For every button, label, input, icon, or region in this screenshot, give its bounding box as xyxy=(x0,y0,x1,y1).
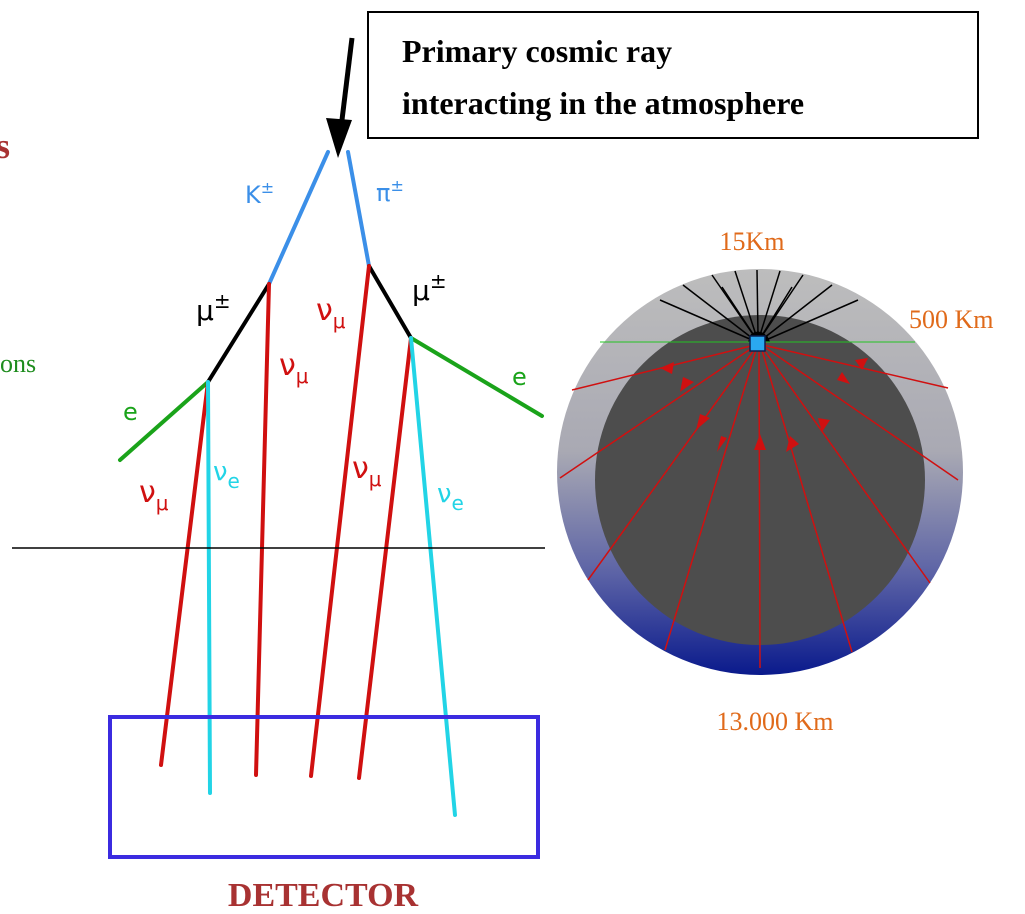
muon-track-right xyxy=(367,264,413,340)
nu-mu-label-3: νμ xyxy=(352,451,382,491)
nu-mu-track-1 xyxy=(159,380,210,767)
pion-label: π± xyxy=(376,176,404,207)
nu-mu-track-2 xyxy=(254,282,271,777)
nu-mu-label-4: νμ xyxy=(139,475,169,515)
nu-e-label-1: νe xyxy=(213,457,240,493)
nu-e-label-2: νe xyxy=(437,479,464,515)
nu-mu-track-4 xyxy=(357,336,413,780)
electron-label-left: e xyxy=(123,398,138,426)
muon-track-left xyxy=(206,282,271,384)
nu-mu-tracks xyxy=(159,264,413,780)
left-title-fragment: s xyxy=(0,126,10,166)
primary-ray-line2: interacting in the atmosphere xyxy=(402,85,804,121)
cosmic-ray-arrow xyxy=(326,37,355,158)
earth-diagram: 15Km 500 Km 13.000 Km xyxy=(557,227,994,736)
left-label-fragment: ons xyxy=(0,349,36,378)
detector-label: DETECTOR xyxy=(228,877,419,914)
detector-box xyxy=(108,715,540,859)
nu-mu-label-2: νμ xyxy=(279,348,309,388)
earth-label-15km: 15Km xyxy=(720,227,785,256)
downward-arrows xyxy=(659,269,859,342)
upward-neutrino-arrows xyxy=(559,342,959,669)
kaon-track xyxy=(267,150,330,286)
electron-label-right: e xyxy=(512,363,527,391)
nu-e-tracks xyxy=(206,336,457,817)
earth-label-500km: 500 Km xyxy=(909,305,994,334)
primary-ray-box xyxy=(367,11,979,139)
nu-e-track-1 xyxy=(206,380,212,795)
nu-e-track-2 xyxy=(409,336,457,817)
detector-site-marker xyxy=(749,335,766,352)
pion-track xyxy=(346,150,371,268)
earth-label-13000km: 13.000 Km xyxy=(717,707,834,736)
kaon-label: K± xyxy=(245,178,274,209)
muon-label-left: μ± xyxy=(196,289,231,327)
nu-mu-track-3 xyxy=(309,264,371,778)
primary-ray-line1: Primary cosmic ray xyxy=(402,33,672,69)
electron-track-left xyxy=(118,380,210,462)
electron-track-right xyxy=(409,336,544,418)
particle-labels: K± π± μ± μ± e e νμ νμ νμ νμ νe νe xyxy=(123,176,527,515)
nu-mu-label-1: νμ xyxy=(316,293,346,333)
muon-label-right: μ± xyxy=(412,269,447,307)
upward-arrowheads xyxy=(660,358,868,452)
